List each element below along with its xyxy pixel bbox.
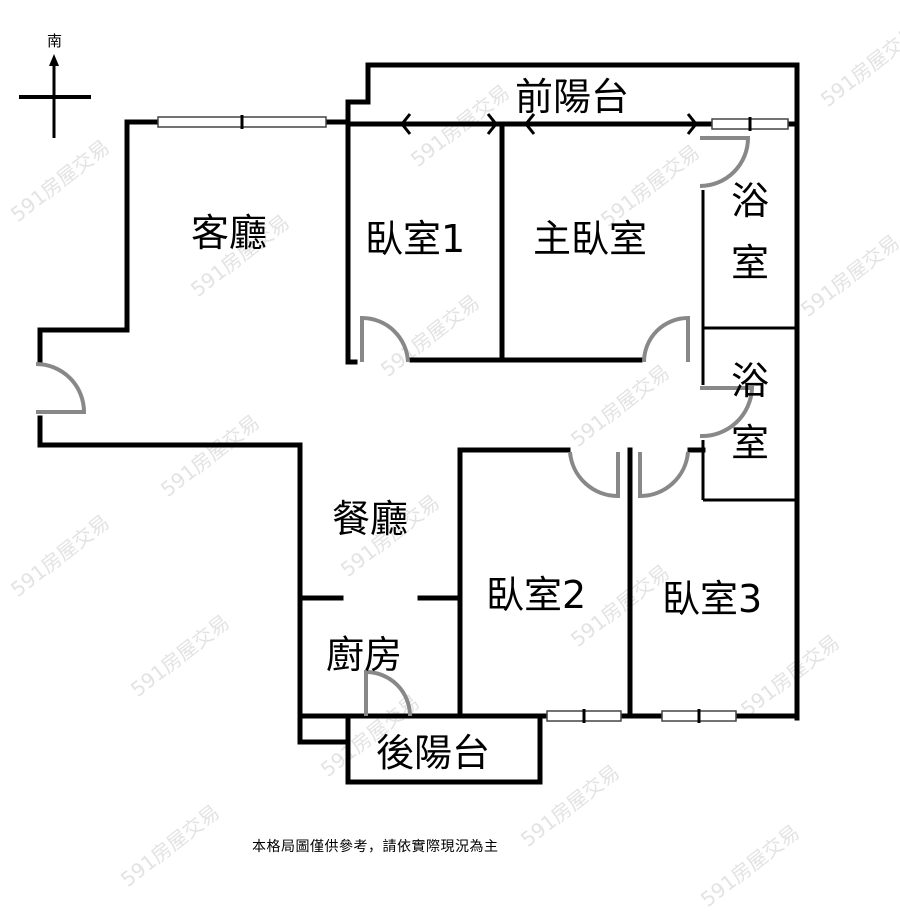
room-label-front-balcony: 前陽台 bbox=[515, 75, 630, 119]
room-label-rear-balcony: 後陽台 bbox=[376, 731, 491, 775]
interior-walls bbox=[297, 121, 797, 719]
room-label-kitchen: 廚房 bbox=[326, 633, 403, 677]
room-label-living-room: 客廳 bbox=[191, 211, 268, 255]
room-label-dining-room: 餐廳 bbox=[332, 497, 409, 541]
room-label-bathroom-2: 浴室 bbox=[730, 359, 769, 465]
room-label-bedroom-2: 臥室2 bbox=[486, 573, 587, 617]
outer-walls bbox=[37, 62, 800, 785]
room-label-bathroom-1: 浴室 bbox=[730, 179, 769, 285]
disclaimer-footnote: 本格局圖僅供參考，請依實際現況為主 bbox=[252, 839, 499, 855]
door-swing-icons bbox=[35, 136, 755, 717]
room-label-bedroom-1: 臥室1 bbox=[365, 217, 466, 261]
room-label-bedroom-3: 臥室3 bbox=[662, 577, 763, 621]
room-label-master-bedroom: 主臥室 bbox=[533, 217, 648, 261]
window-bedroom-2 bbox=[546, 709, 622, 723]
window-bedroom-3 bbox=[661, 709, 737, 723]
compass-icon bbox=[19, 54, 91, 138]
compass-direction-label: 南 bbox=[47, 32, 63, 50]
sliding-door-arrows-icon bbox=[400, 113, 698, 135]
window-living-room bbox=[157, 115, 327, 129]
window-bathroom bbox=[711, 117, 789, 131]
